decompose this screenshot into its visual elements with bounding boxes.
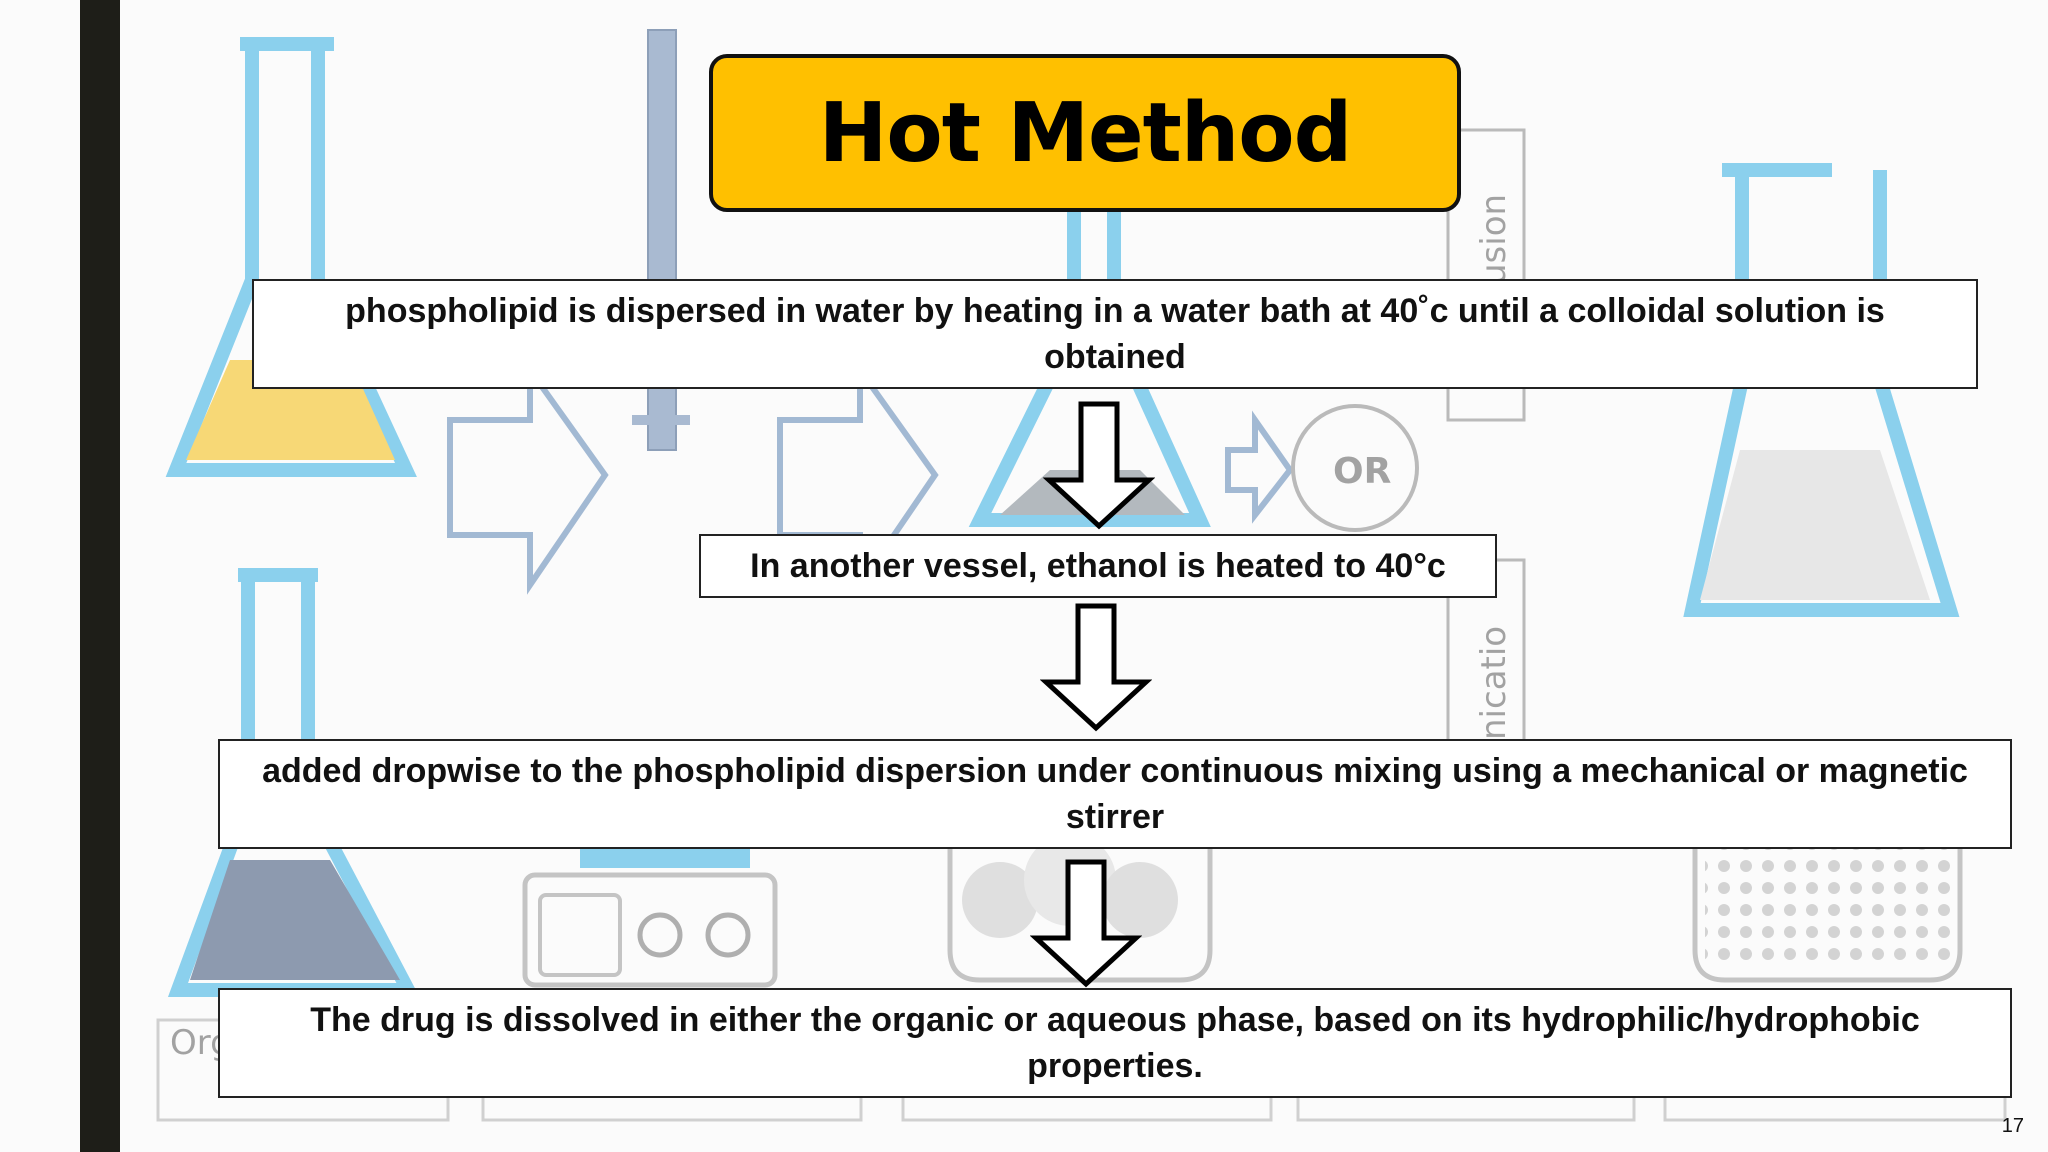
slide-title: Hot Method <box>818 85 1353 181</box>
step-text-3: added dropwise to the phospholipid dispe… <box>262 752 1968 836</box>
sonication-label-partial: nicatio <box>1474 626 1514 740</box>
step-box-3: added dropwise to the phospholipid dispe… <box>218 739 2012 849</box>
extrusion-label-partial: usion <box>1474 194 1514 285</box>
step-box-4: The drug is dissolved in either the orga… <box>218 988 2012 1098</box>
title-box: Hot Method <box>709 54 1461 212</box>
or-label: OR <box>1333 451 1391 492</box>
flask-icon <box>165 37 417 477</box>
step-box-2: In another vessel, ethanol is heated to … <box>699 534 1497 598</box>
down-arrow-icon <box>1043 401 1155 530</box>
step-box-1: phospholipid is dispersed in water by he… <box>252 279 1978 389</box>
step-text-1: phospholipid is dispersed in water by he… <box>345 292 1885 376</box>
beaker-icon <box>1692 835 1963 983</box>
down-arrow-icon <box>1040 603 1152 732</box>
left-accent-bar <box>80 0 120 1152</box>
page-number: 17 <box>2001 1115 2024 1137</box>
magnetic-stirrer-icon <box>522 872 778 988</box>
step-text-4: The drug is dissolved in either the orga… <box>310 1001 1920 1085</box>
down-arrow-icon <box>1030 859 1142 988</box>
step-text-2: In another vessel, ethanol is heated to … <box>750 547 1446 585</box>
or-circle <box>1291 404 1419 532</box>
